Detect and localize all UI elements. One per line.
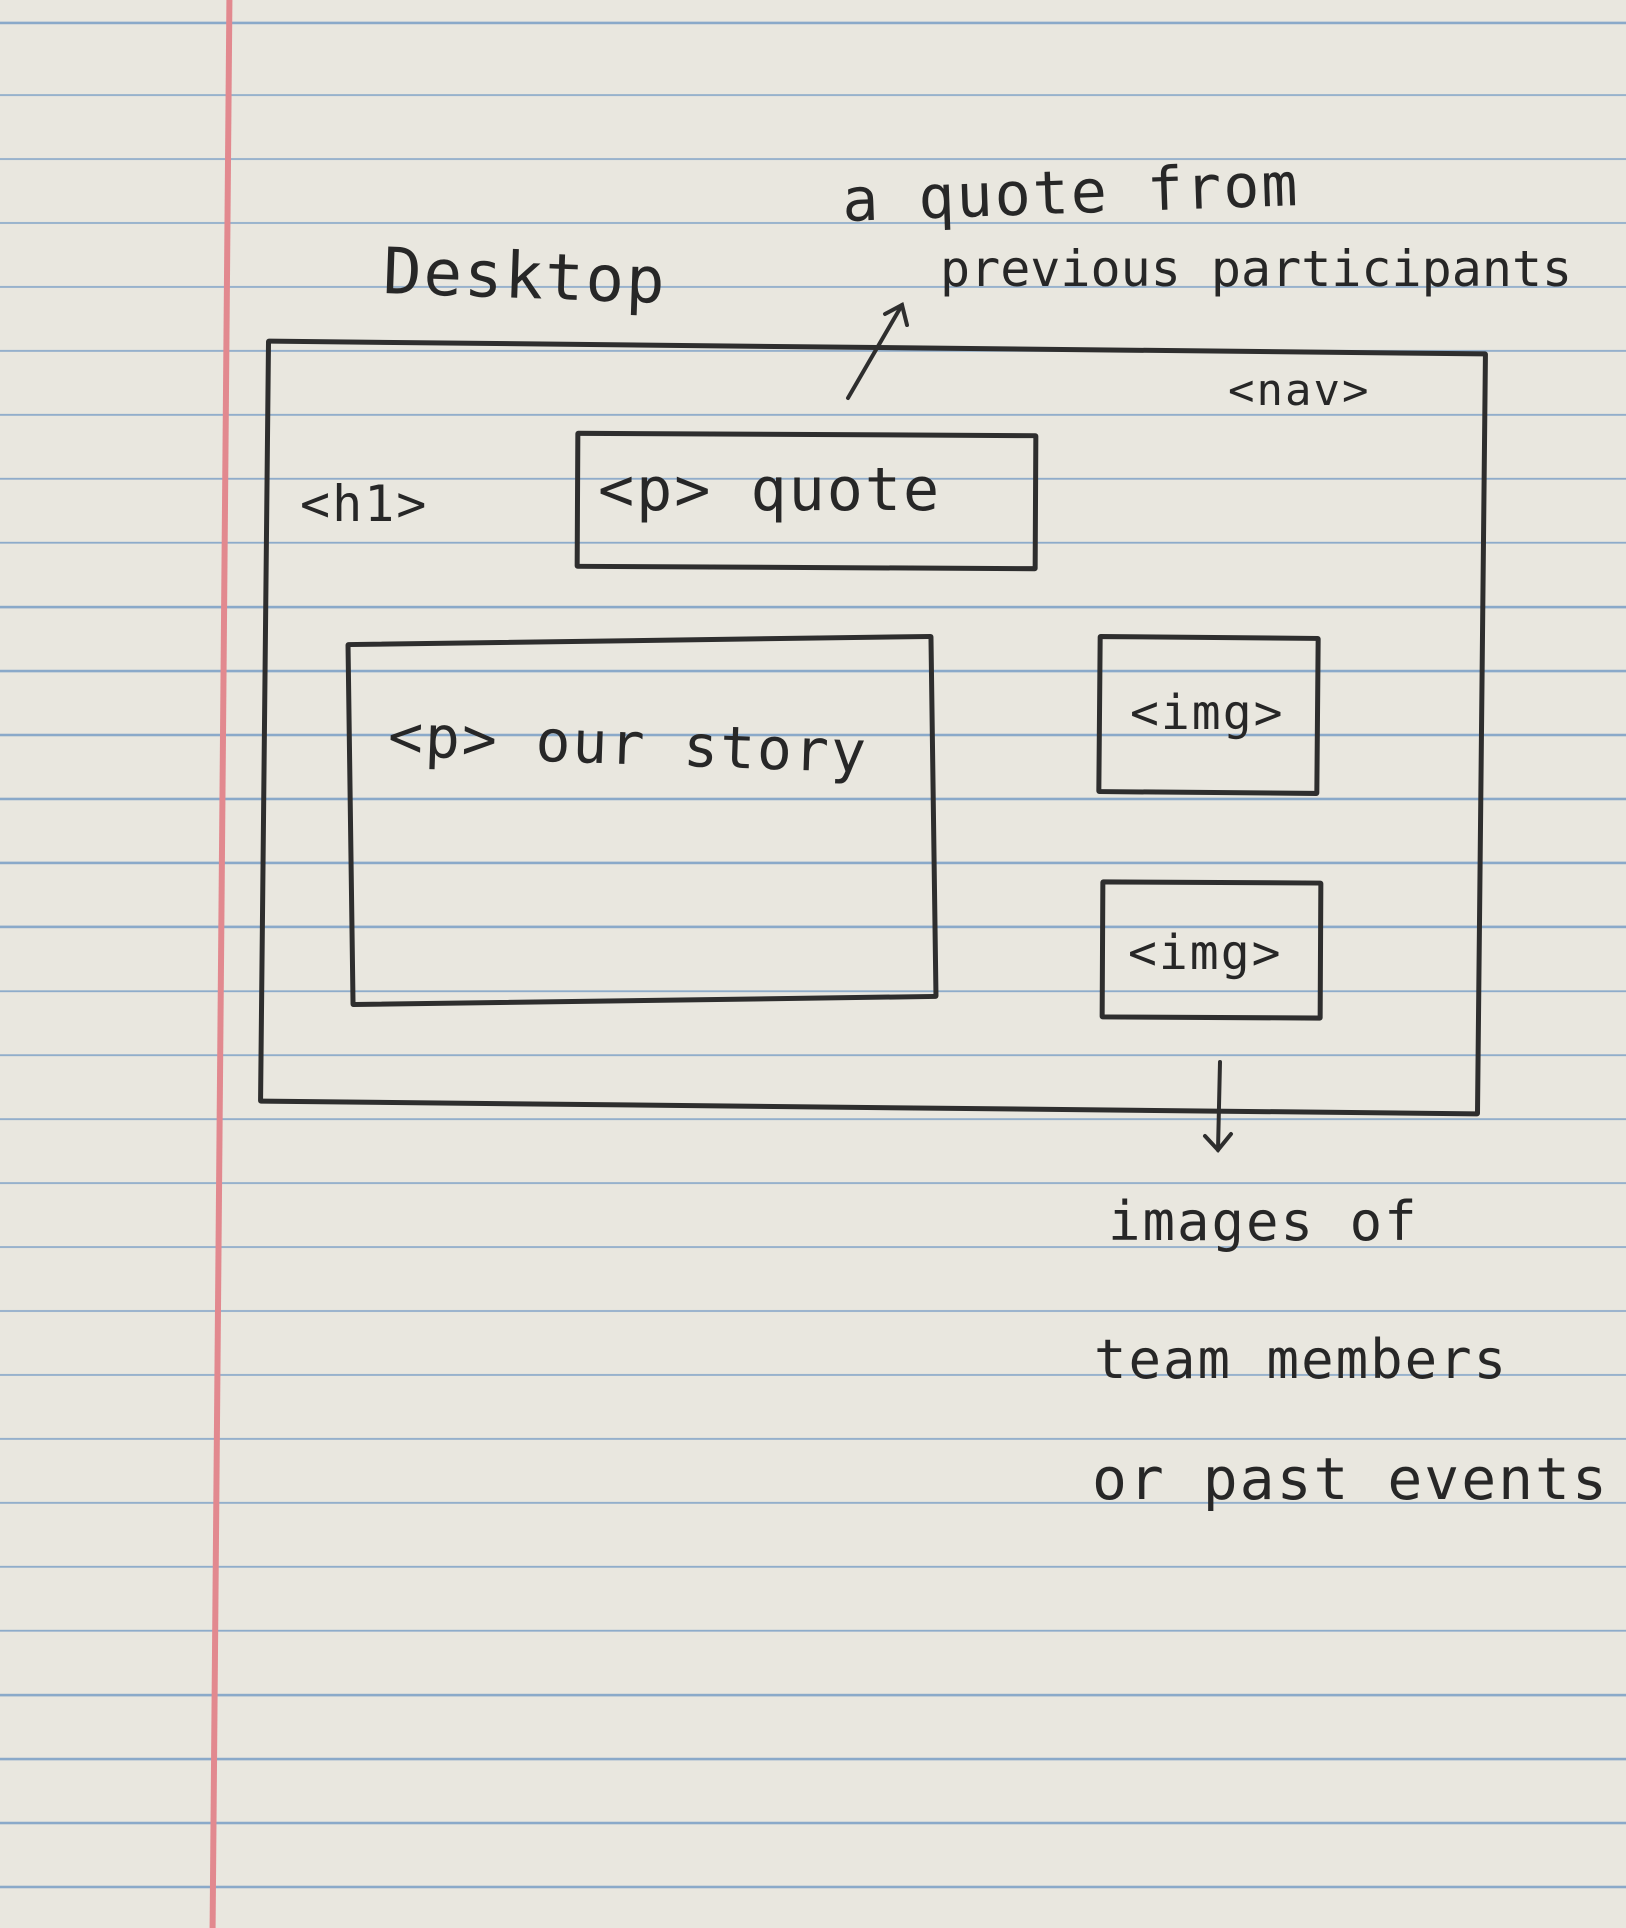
nav-label: <nav>	[1228, 365, 1371, 416]
our-story-box	[345, 633, 939, 1008]
h1-label: <h1>	[300, 475, 429, 533]
image-label-2: <img>	[1128, 925, 1283, 981]
image-label-1: <img>	[1130, 685, 1285, 741]
quote-label: <p> quote	[598, 455, 942, 525]
images-arrow	[1203, 1060, 1233, 1154]
quote-arrow	[846, 302, 909, 400]
annotation-images-line-3: or past events	[1092, 1445, 1609, 1513]
annotation-quote-line-2: previous participants	[940, 240, 1573, 298]
annotation-images-line-2: team members	[1094, 1328, 1509, 1391]
annotation-images-line-1: images of	[1108, 1190, 1419, 1253]
